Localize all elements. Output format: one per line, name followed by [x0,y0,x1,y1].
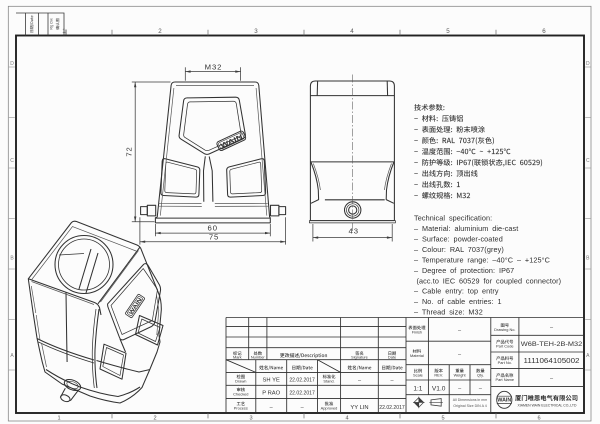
svg-text:– No. of cable entries: 1: – No. of cable entries: 1 [414,297,502,306]
svg-text:P RAO: P RAO [262,391,280,397]
svg-text:B: B [10,256,14,262]
svg-text:Mark: Mark [233,354,242,359]
svg-text:Part Code: Part Code [496,344,514,349]
svg-text:75: 75 [209,233,219,242]
svg-text:–: – [458,328,462,334]
svg-text:6: 6 [537,415,540,421]
svg-text:A: A [586,353,590,359]
svg-text:D: D [10,61,14,67]
svg-text:C: C [10,158,14,164]
svg-text:– Cable entry: top entry: – Cable entry: top entry [414,287,499,296]
svg-text:Checked: Checked [233,391,248,396]
svg-text:YY LIN: YY LIN [350,405,368,411]
svg-text:3: 3 [249,415,252,421]
svg-text:6: 6 [542,28,546,35]
svg-text:Material: Material [410,353,424,358]
svg-text:–: – [270,405,274,411]
svg-text:– Colour: RAL 7037(grey): – Colour: RAL 7037(grey) [414,245,504,254]
svg-text:Date: Date [388,354,396,359]
svg-text:– Temperature range: –40°C – +: – Temperature range: –40°C – +125°C [414,255,550,264]
svg-text:All Dimensions in mm: All Dimensions in mm [453,398,488,402]
svg-text:REV.: REV. [434,372,443,377]
svg-text:XIAMEN WAIN ELECTRICAL CO.,LTD: XIAMEN WAIN ELECTRICAL CO.,LTD [518,403,577,408]
svg-text:4: 4 [350,28,354,35]
svg-text:Part No.: Part No. [498,360,512,365]
svg-text:Stand.: Stand. [323,378,334,383]
svg-text:– Material: aluminium die-cast: – Material: aluminium die-cast [414,224,518,233]
svg-text:(acc.to IEC 60529 for coupled: (acc.to IEC 60529 for coupled connector) [417,276,562,285]
svg-text:M32: M32 [205,62,223,71]
svg-text:72: 72 [125,146,134,156]
svg-text:60: 60 [208,223,218,232]
svg-text:5: 5 [441,415,444,421]
svg-text:Drawing No.: Drawing No. [494,327,515,332]
svg-text:–: – [301,405,305,411]
svg-text:2: 2 [158,28,162,35]
svg-text:C: C [586,158,590,164]
svg-text:Approved: Approved [321,405,338,410]
svg-text:3: 3 [254,28,258,35]
svg-text:Technical specification:: Technical specification: [414,214,492,223]
svg-text:Weight: Weight [454,372,467,377]
svg-text:– Thread size: M32: – Thread size: M32 [414,308,483,317]
svg-text:1: 1 [57,415,60,421]
svg-text:Original Size DIN A 4: Original Size DIN A 4 [453,404,487,408]
svg-text:Process: Process [234,405,248,410]
svg-text:22.02.2017: 22.02.2017 [379,405,405,411]
svg-text:Rlg Chk: Rlg Chk [50,18,54,30]
svg-text:V1.0: V1.0 [432,385,446,392]
svg-text:1:1: 1:1 [413,385,422,392]
svg-text:Part Name: Part Name [495,377,514,382]
svg-text:– Surface: powder-coated: – Surface: powder-coated [414,235,503,244]
svg-text:D: D [586,61,590,67]
svg-text:Scale: Scale [413,372,423,377]
svg-text:W6B-TEH-2B-M32: W6B-TEH-2B-M32 [521,341,583,348]
svg-text:1111064105002: 1111064105002 [524,356,580,365]
svg-text:–: – [390,378,394,384]
svg-text:2: 2 [153,415,156,421]
svg-text:43: 43 [349,226,359,235]
svg-text:–: – [479,386,483,392]
svg-text:22.02.2017: 22.02.2017 [289,391,315,397]
svg-text:Finish: Finish [412,329,422,334]
svg-text:SH YE: SH YE [263,378,280,384]
svg-text:–: – [550,376,554,382]
svg-text:– Degree of protection: IP67: – Degree of protection: IP67 [414,266,514,275]
svg-text:B: B [586,256,590,262]
svg-text:Number: Number [251,354,266,359]
svg-text:–: – [358,378,362,384]
svg-text:Drawn: Drawn [235,378,246,383]
svg-text:–: – [458,386,462,392]
svg-text:–: – [550,325,554,331]
svg-text:Qty.: Qty. [477,372,484,377]
svg-text:Signature: Signature [351,354,368,359]
svg-text:–: – [458,352,462,358]
svg-text:22.02.2017: 22.02.2017 [289,378,315,384]
svg-text:4: 4 [345,415,348,421]
svg-text:A: A [10,353,14,359]
svg-text:WAIN: WAIN [497,398,511,404]
svg-text:5: 5 [446,28,450,35]
